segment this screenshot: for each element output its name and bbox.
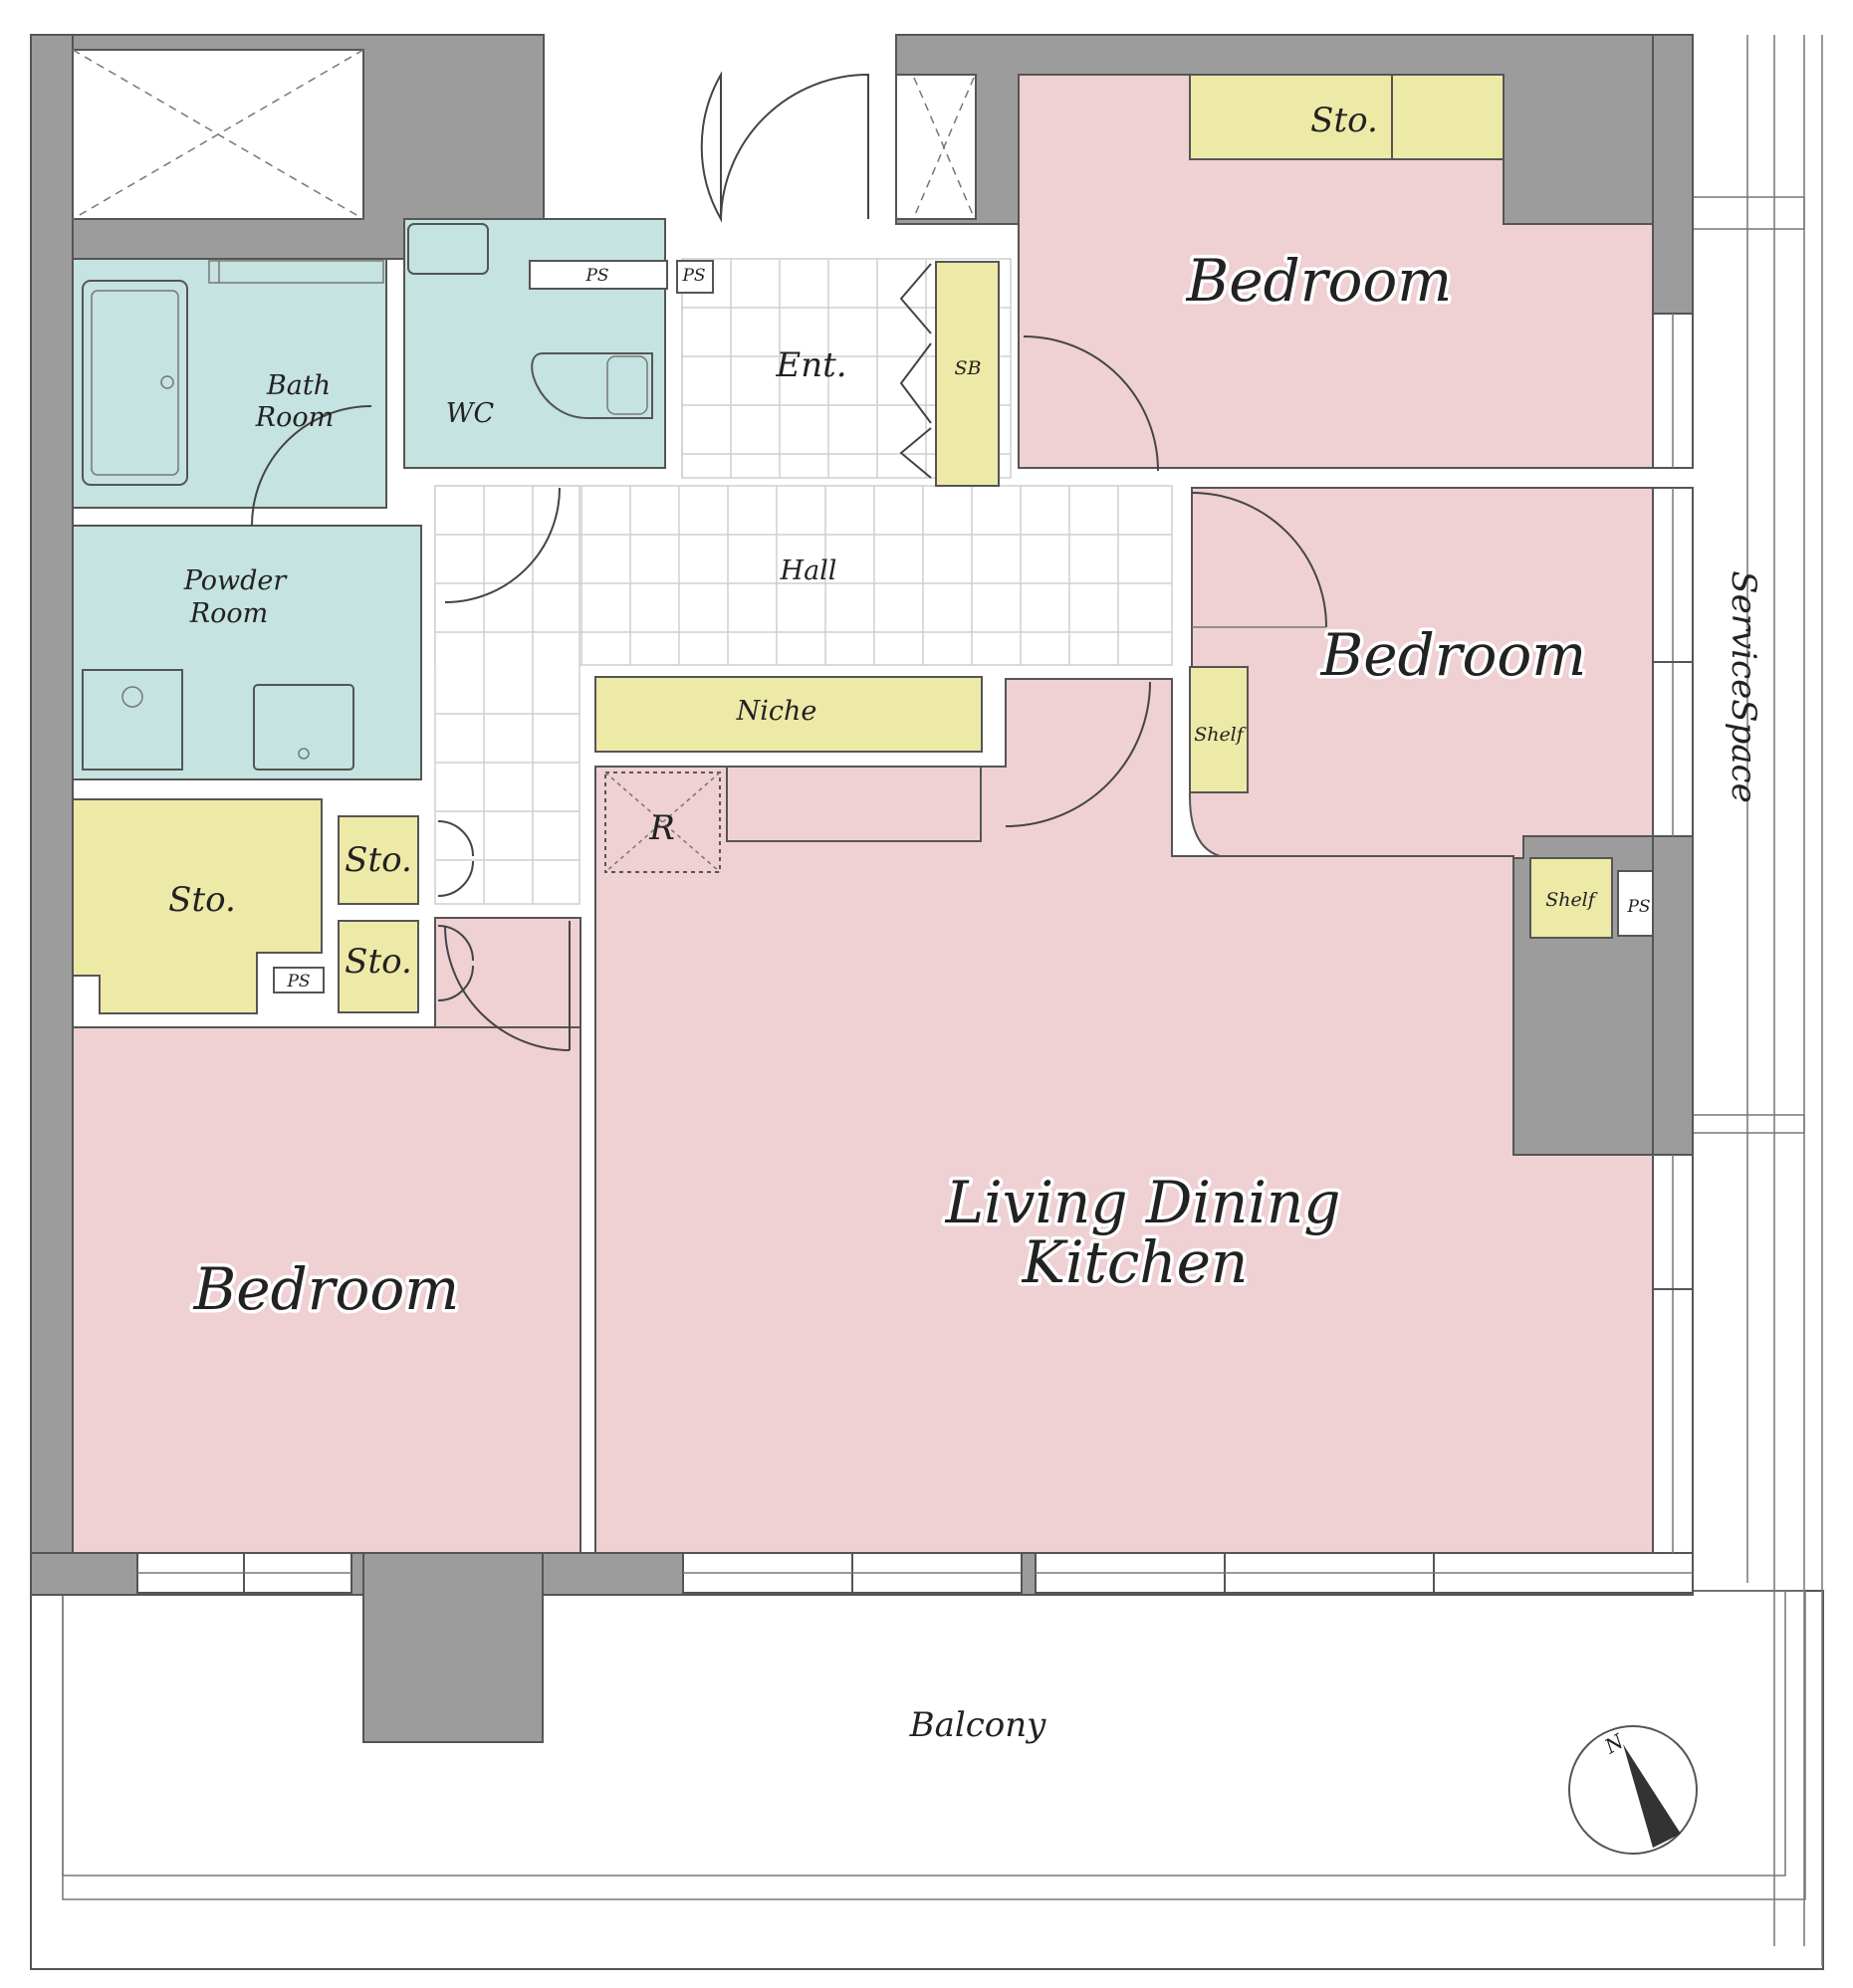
wc-label: WC <box>446 398 495 429</box>
bathtub-icon <box>82 260 384 486</box>
storage-left-label: Sto. <box>168 880 236 920</box>
room-labels: Bedroom Bedroom Bedroom Living Dining Ki… <box>168 101 1763 1745</box>
balcony-label: Balcony <box>909 1705 1047 1745</box>
entrance-label: Ent. <box>775 345 846 385</box>
toilet-icon <box>407 223 653 419</box>
bedroom-left-label: Bedroom <box>193 1255 460 1323</box>
ps-label-3: PS <box>286 972 310 992</box>
storage-small-2-label: Sto. <box>345 942 412 982</box>
refrigerator-label: R <box>648 808 675 848</box>
bedroom-right-label: Bedroom <box>1320 621 1587 689</box>
shelf-corner-label: Shelf <box>1545 889 1598 911</box>
bedroom-top-label: Bedroom <box>1186 247 1453 315</box>
balcony-outline <box>30 1590 1824 1970</box>
ps-label-1: PS <box>584 266 608 286</box>
storage-areas <box>72 74 1613 1014</box>
north-arrow-icon: N <box>1568 1725 1698 1855</box>
bath-label-line2: Room <box>255 402 334 433</box>
void-shaft-left <box>72 49 364 220</box>
bath-label-line1: Bath <box>266 370 331 401</box>
ldk-label-line2: Kitchen <box>1022 1228 1249 1296</box>
service-space-label: ServiceSpace <box>1724 570 1763 802</box>
hall-label: Hall <box>780 555 837 586</box>
service-space-outline <box>1692 35 1823 1966</box>
windows <box>136 313 1694 1594</box>
ldk-label-line1: Living Dining <box>945 1169 1341 1236</box>
powder-label-line1: Powder <box>183 565 289 596</box>
washbasin-icon <box>82 669 354 771</box>
doors <box>251 71 1327 1051</box>
storage-top-label: Sto. <box>1310 101 1378 140</box>
ps-label-2: PS <box>681 266 705 286</box>
storage-small-1-label: Sto. <box>345 840 412 880</box>
niche-label: Niche <box>736 696 817 727</box>
powder-label-line2: Room <box>189 598 268 629</box>
hall-floor <box>434 258 1173 905</box>
pink-rooms <box>72 74 1654 1554</box>
ps-boxes <box>273 260 1654 994</box>
ps-label-4: PS <box>1626 897 1650 917</box>
refrigerator-icon <box>604 772 721 873</box>
shelf-bedroom-label: Shelf <box>1194 724 1247 746</box>
void-shaft-entrance <box>895 74 977 220</box>
shoe-box-label: SB <box>955 357 982 379</box>
